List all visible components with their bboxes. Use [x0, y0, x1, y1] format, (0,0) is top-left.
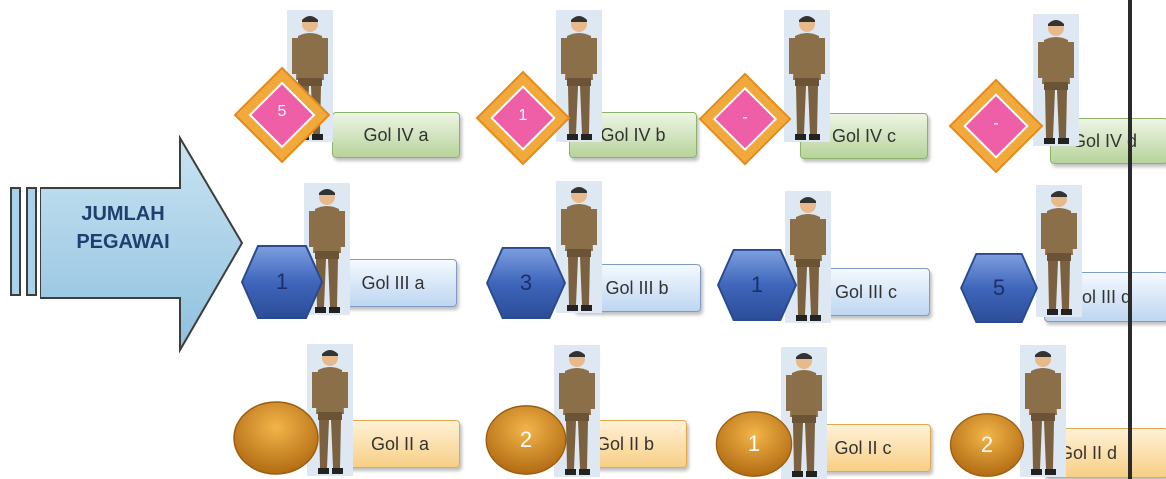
- diamond-shape-3: [698, 72, 792, 166]
- diamond-shape-2: [475, 70, 571, 166]
- circle-shape-2: [485, 405, 567, 475]
- hexagon-shape-1: [240, 245, 324, 319]
- hexagon-shape-4: [960, 252, 1038, 324]
- hexagon-shape-3: [716, 248, 798, 322]
- hexagon-shape-2: [485, 246, 567, 320]
- person-icon: [785, 191, 831, 323]
- arrow-label-line2: PEGAWAI: [76, 231, 170, 253]
- arrow-icon: [40, 135, 244, 354]
- arrow-label-line1: JUMLAH: [81, 203, 165, 225]
- label-gol-iv-a: Gol IV a: [332, 112, 460, 158]
- circle-shape-3: [715, 411, 793, 477]
- person-icon: [307, 344, 353, 476]
- arrow-label: JUMLAH PEGAWAI: [48, 200, 198, 256]
- person-icon: [784, 10, 830, 142]
- person-icon: [1036, 185, 1082, 317]
- divider-line: [1128, 0, 1132, 479]
- arrow-bar-left: [10, 187, 21, 296]
- circle-shape-1: [233, 401, 319, 475]
- arrow-bar-right: [26, 187, 37, 296]
- circle-shape-4: [949, 413, 1025, 477]
- diamond-shape-1: [233, 66, 331, 164]
- diamond-shape-4: [948, 78, 1044, 174]
- label-gol-iii-a: Gol III a: [329, 259, 457, 307]
- person-icon: [556, 181, 602, 313]
- label-gol-ii-a: Gol II a: [340, 420, 460, 468]
- person-icon: [1020, 345, 1066, 477]
